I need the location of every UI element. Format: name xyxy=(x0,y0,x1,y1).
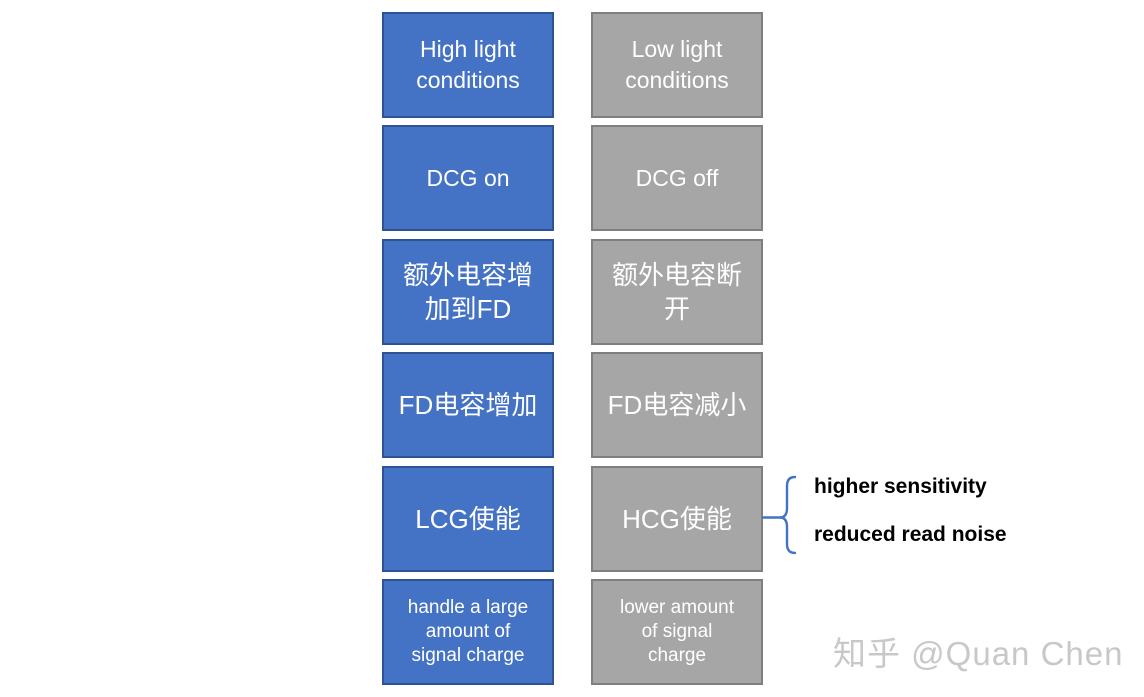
zhihu-watermark: 知乎 @Quan Chen xyxy=(833,635,1124,672)
flow-box-extra-cap-disconnected: 额外电容断 开 xyxy=(591,239,763,345)
flow-box-large-signal-charge: handle a large amount of signal charge xyxy=(382,579,554,685)
flow-box-low-signal-charge: lower amount of signal charge xyxy=(591,579,763,685)
flow-box-hcg-enable: HCG使能 xyxy=(591,466,763,572)
flow-box-label: FD电容减小 xyxy=(607,390,747,420)
flow-box-low-light-conditions: Low light conditions xyxy=(591,12,763,118)
flow-box-fd-cap-increase: FD电容增加 xyxy=(382,352,554,458)
flow-box-label: handle a large amount of signal charge xyxy=(407,597,529,666)
flow-box-label: LCG使能 xyxy=(415,504,521,534)
flow-box-fd-cap-decrease: FD电容减小 xyxy=(591,352,763,458)
annotation-reduced-read-noise: reduced read noise xyxy=(814,523,1007,546)
flow-box-label: Low light conditions xyxy=(625,36,729,93)
flow-box-extra-cap-added-to-fd: 额外电容增 加到FD xyxy=(382,239,554,345)
flow-box-label: 额外电容断 开 xyxy=(611,260,742,324)
annotation-higher-sensitivity: higher sensitivity xyxy=(814,475,987,498)
flow-box-lcg-enable: LCG使能 xyxy=(382,466,554,572)
flow-box-label: FD电容增加 xyxy=(398,390,538,420)
flow-box-label: High light conditions xyxy=(416,36,520,93)
flow-box-label: 额外电容增 加到FD xyxy=(402,260,533,324)
flow-box-label: HCG使能 xyxy=(622,504,732,534)
flow-box-label: DCG on xyxy=(426,164,510,191)
flow-box-dcg-off: DCG off xyxy=(591,125,763,231)
brace-connector-icon xyxy=(761,475,797,555)
flow-box-label: lower amount of signal charge xyxy=(619,597,735,666)
flow-box-label: DCG off xyxy=(635,164,719,191)
flow-box-high-light-conditions: High light conditions xyxy=(382,12,554,118)
flow-box-dcg-on: DCG on xyxy=(382,125,554,231)
